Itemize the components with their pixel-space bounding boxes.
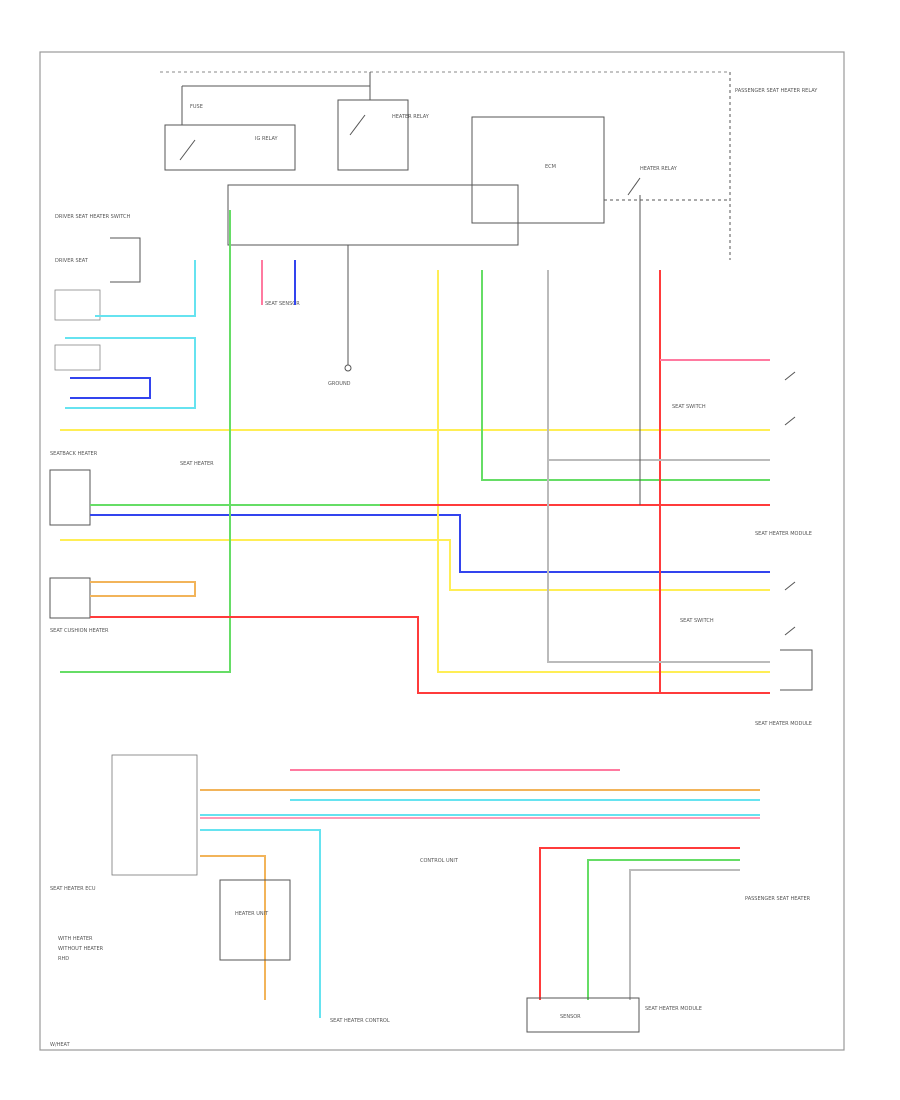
wire-blue-1: [70, 377, 151, 399]
label-left-heater-unit: SEAT HEATER: [180, 461, 214, 467]
right-relay-box: [471, 116, 605, 224]
label-right-switch-1: SEAT SWITCH: [672, 404, 706, 410]
label-ecm: ECM: [545, 164, 556, 170]
left-connector-mid: [54, 344, 101, 371]
label-bottom-right-title: PASSENGER SEAT HEATER: [745, 896, 811, 902]
relay-switch-3: [627, 177, 641, 196]
wire-green-1: [60, 210, 231, 673]
label-bottom-right-box: SENSOR: [560, 1014, 581, 1020]
label-bottom-left-unit: HEATER UNIT: [235, 911, 269, 917]
wire-orange-1: [90, 581, 196, 597]
bottom-right-box: [526, 997, 640, 1033]
right-switch-1: [784, 371, 796, 381]
label-bottom-right-desc: SEAT HEATER MODULE: [645, 1006, 702, 1012]
label-right-module-1: SEAT HEATER MODULE: [755, 531, 812, 537]
wire-gray-1: [547, 270, 770, 663]
label-footer: W/HEAT: [50, 1042, 71, 1048]
relay-switch-1: [179, 139, 196, 161]
left-seat-connector-2: [49, 577, 91, 619]
diagram-border: [39, 51, 845, 1051]
wire-orange-3: [200, 855, 266, 1000]
label-seat-heater-relay: HEATER RELAY: [392, 114, 430, 120]
label-top-right-title: PASSENGER SEAT HEATER RELAY: [735, 88, 818, 94]
label-bottom-left-title: SEAT HEATER ECU: [50, 886, 96, 892]
label-right-module-2: SEAT HEATER MODULE: [755, 721, 812, 727]
label-legend-3: RHD: [58, 956, 69, 962]
connector-bar: [227, 184, 519, 246]
right-switches: [780, 371, 813, 691]
relay-switch-2: [349, 114, 366, 136]
label-left-mid: SEATBACK HEATER: [50, 451, 98, 457]
label-ig-relay: IG RELAY: [255, 136, 279, 142]
wire-green-4: [587, 859, 740, 1000]
right-switch-4: [784, 626, 796, 636]
wire-cyan-3: [200, 829, 321, 1018]
heater-relay-box: [337, 99, 409, 171]
ig-relay-box: [164, 124, 296, 171]
wires: [60, 195, 770, 1018]
left-heater-connector: [49, 469, 91, 526]
label-left-connector: DRIVER SEAT: [55, 258, 89, 264]
wire-cyan-1: [95, 260, 196, 317]
label-heater-relay-right: HEATER RELAY: [640, 166, 678, 172]
label-legend-1: WITH HEATER: [58, 936, 93, 942]
label-center-ground: GROUND: [328, 381, 351, 387]
bottom-left-connector: [111, 754, 198, 876]
label-left-title: DRIVER SEAT HEATER SWITCH: [55, 214, 131, 220]
wire-cyan-2: [65, 337, 196, 409]
label-bottom-center-unit: CONTROL UNIT: [420, 858, 459, 864]
ground-symbol: [344, 364, 352, 372]
right-module-bracket: [780, 649, 813, 691]
left-switch-bracket: [110, 237, 141, 283]
label-right-switch-2: SEAT SWITCH: [680, 618, 714, 624]
fuse-relay-block: [164, 72, 731, 260]
wire-red-4: [539, 847, 740, 1000]
wire-blue-2: [90, 514, 770, 573]
wire-yellow-3: [437, 270, 770, 673]
wire-yellow-2: [60, 539, 770, 591]
right-switch-3: [784, 581, 796, 591]
label-legend-2: WITHOUT HEATER: [58, 946, 104, 952]
label-bottom-center-title: SEAT HEATER CONTROL: [330, 1018, 390, 1024]
label-fuse: FUSE: [190, 104, 203, 110]
wire-red-2: [90, 616, 770, 694]
wire-green-3: [481, 270, 770, 481]
wire-gray-3: [629, 869, 740, 1000]
right-switch-2: [784, 416, 796, 426]
control-unit-box: [219, 879, 291, 961]
left-connector-upper: [54, 289, 101, 321]
label-center-sensor: SEAT SENSOR: [265, 301, 300, 307]
label-left-lower: SEAT CUSHION HEATER: [50, 628, 109, 634]
